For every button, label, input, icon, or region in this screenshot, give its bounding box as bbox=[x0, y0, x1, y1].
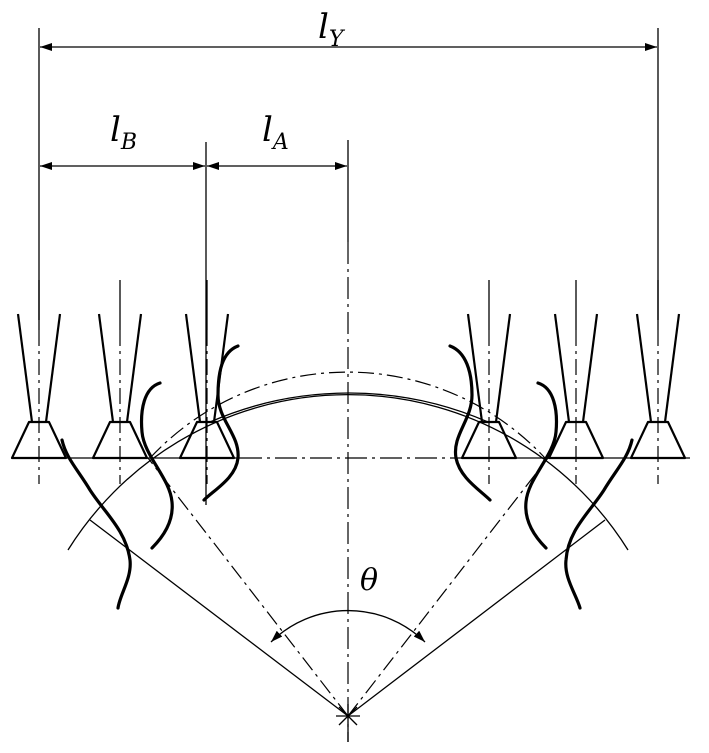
tool-base bbox=[629, 420, 687, 460]
tool-row bbox=[10, 280, 687, 484]
tool-base bbox=[178, 420, 236, 460]
radial-line-left-inner bbox=[147, 457, 349, 717]
tool-stem-right bbox=[581, 313, 599, 423]
tool-stem-left bbox=[635, 313, 653, 423]
pitch-arc-outer bbox=[67, 394, 629, 551]
pitch-arc-upper bbox=[209, 392, 489, 423]
dimension-l-a: lA bbox=[207, 110, 347, 170]
radial-line-right-outer bbox=[347, 519, 606, 717]
tool-5 bbox=[547, 280, 605, 484]
tool-base bbox=[91, 420, 149, 460]
dimension-l-b: lB bbox=[40, 110, 207, 505]
profile-left-2 bbox=[139, 381, 174, 550]
label-l-a: lA bbox=[262, 110, 289, 155]
tool-2 bbox=[91, 280, 149, 484]
profile-left-1 bbox=[202, 344, 240, 502]
tool-stem-right bbox=[494, 313, 512, 423]
tool-stem-right bbox=[44, 313, 62, 423]
angle-arc bbox=[270, 609, 426, 643]
radial-line-right-inner bbox=[347, 457, 549, 717]
tool-stem-left bbox=[16, 313, 34, 423]
profile-right-3 bbox=[564, 438, 634, 610]
profile-strokes bbox=[60, 344, 634, 610]
tool-3 bbox=[178, 280, 236, 484]
label-theta: θ bbox=[360, 563, 378, 598]
radial-lines bbox=[89, 457, 606, 717]
tool-base bbox=[460, 420, 518, 460]
tool-base bbox=[10, 420, 68, 460]
profile-right-1 bbox=[448, 344, 492, 502]
tool-1 bbox=[10, 280, 68, 484]
tool-stem-right bbox=[663, 313, 681, 423]
tool-stem-left bbox=[553, 313, 571, 423]
tool-base bbox=[547, 420, 605, 460]
tool-stem-left bbox=[466, 313, 484, 423]
angle-theta: θ bbox=[270, 563, 426, 643]
dimension-l-y: lY bbox=[38, 7, 659, 320]
tool-6 bbox=[629, 280, 687, 484]
profile-left-3 bbox=[60, 438, 132, 610]
tool-stem-right bbox=[125, 313, 143, 423]
tool-4 bbox=[460, 280, 518, 484]
label-l-y: lY bbox=[318, 7, 346, 52]
label-l-b: lB bbox=[110, 110, 137, 155]
radial-line-left-outer bbox=[89, 519, 349, 717]
tool-stem-left bbox=[184, 313, 202, 423]
tool-stem-left bbox=[97, 313, 115, 423]
center-point-marker bbox=[336, 704, 360, 742]
profile-right-2 bbox=[524, 381, 559, 550]
